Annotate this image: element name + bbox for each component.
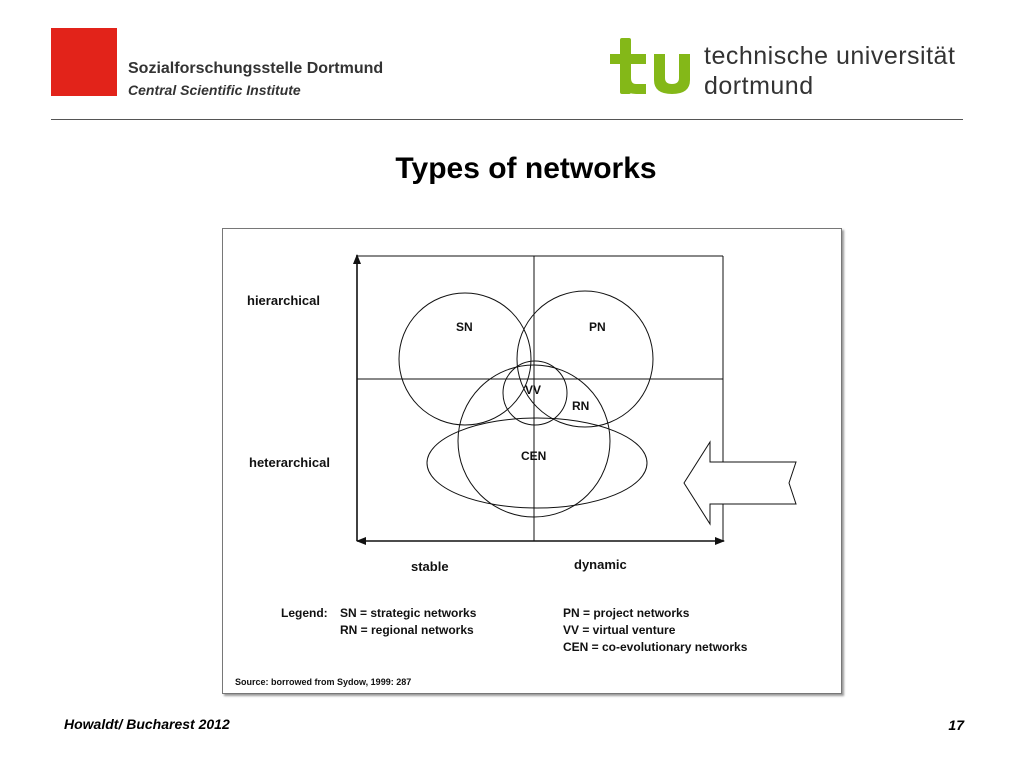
- legend-vv: VV = virtual venture: [563, 623, 676, 637]
- sn-circle: [398, 292, 532, 426]
- network-types-diagram: hierarchical heterarchical stable dynami…: [222, 228, 842, 694]
- vv-circle: [502, 360, 568, 426]
- diagram-source: Source: borrowed from Sydow, 1999: 287: [235, 677, 411, 687]
- y-label-hierarchical: hierarchical: [247, 293, 320, 308]
- vv-label: VV: [525, 383, 541, 397]
- sn-label: SN: [456, 320, 473, 334]
- dynamic-shift-arrow-icon: [683, 440, 797, 526]
- x-label-stable: stable: [411, 559, 449, 574]
- university-name-line1: technische universität: [704, 42, 956, 70]
- sfs-logo: sfs: [51, 28, 155, 103]
- cen-label: CEN: [521, 449, 546, 463]
- legend-cen: CEN = co-evolutionary networks: [563, 640, 748, 654]
- org-subtitle: Central Scientific Institute: [128, 82, 301, 98]
- x-label-dynamic: dynamic: [574, 557, 627, 572]
- pn-label: PN: [589, 320, 606, 334]
- slide-title: Types of networks: [395, 152, 657, 185]
- legend-prefix: Legend:: [281, 606, 328, 620]
- legend-rn: RN = regional networks: [340, 623, 474, 637]
- diagram-canvas: hierarchical heterarchical stable dynami…: [235, 254, 797, 687]
- pn-circle: [516, 290, 654, 428]
- y-label-heterarchical: heterarchical: [249, 455, 330, 470]
- tu-logo-icon: [610, 38, 690, 94]
- cen-ellipse: [426, 417, 648, 509]
- rn-circle: [457, 364, 611, 518]
- rn-label: RN: [572, 399, 589, 413]
- university-name-line2: dortmund: [704, 72, 814, 100]
- footer-author-event: Howaldt/ Bucharest 2012: [64, 716, 230, 732]
- legend-sn: SN = strategic networks: [340, 606, 477, 620]
- page-number: 17: [948, 717, 964, 733]
- header-divider: [51, 119, 963, 120]
- legend-pn: PN = project networks: [563, 606, 690, 620]
- org-name: Sozialforschungsstelle Dortmund: [128, 60, 384, 77]
